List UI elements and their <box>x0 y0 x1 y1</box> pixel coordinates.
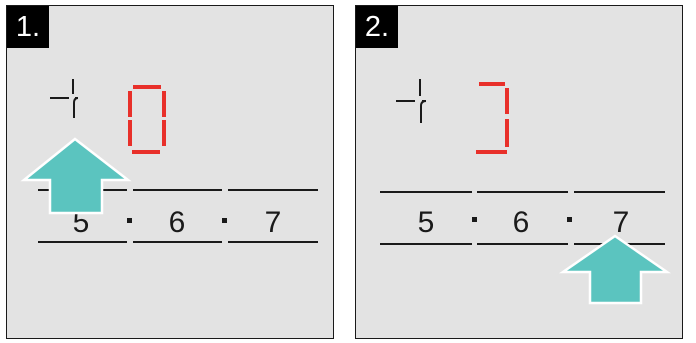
arrow-up-icon <box>558 234 672 305</box>
scale-value-6: 6 <box>513 206 530 239</box>
scale-value-5: 5 <box>418 206 435 239</box>
separator-dot <box>222 218 227 223</box>
seven-segment-digit <box>128 85 166 154</box>
seven-segment-digit <box>476 82 509 154</box>
scale-lines <box>380 191 665 245</box>
step-panel-1: 1. 5 6 7 <box>6 5 334 339</box>
separator-dot <box>127 218 132 223</box>
plus-icon <box>50 79 79 118</box>
scale-value-7: 7 <box>613 206 630 239</box>
scale-value-7: 7 <box>265 206 282 239</box>
plus-icon <box>396 79 427 123</box>
step-1-illustration: 5 6 7 <box>20 79 318 243</box>
scale-value-6: 6 <box>169 206 186 239</box>
step-badge-2: 2. <box>356 6 398 48</box>
step-2-illustration: 5 6 7 <box>380 79 672 305</box>
arrow-up-icon <box>20 137 132 215</box>
separator-dot <box>567 217 572 222</box>
separator-dot <box>472 217 477 222</box>
step-panel-2: 2. 5 6 7 <box>355 5 683 339</box>
step-badge-1: 1. <box>7 6 49 48</box>
